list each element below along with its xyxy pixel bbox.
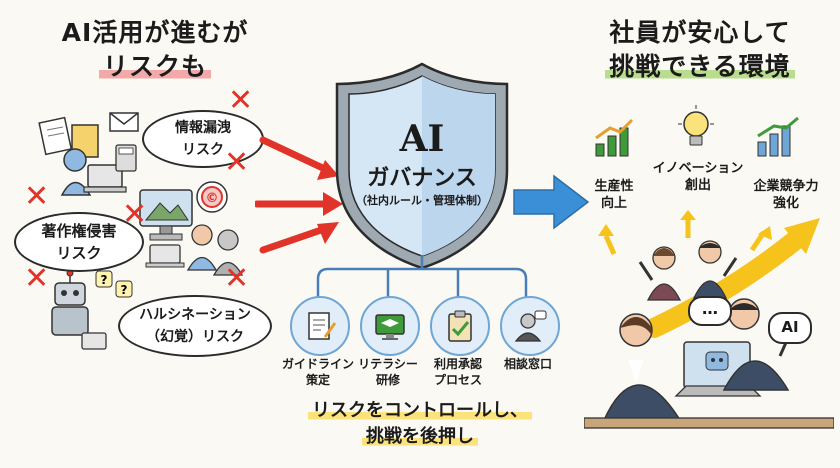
benefit-productivity-line2: 向上 <box>600 196 627 211</box>
x-mark-icon: ✕ <box>224 145 250 180</box>
pillar-consultation <box>500 296 560 356</box>
cheering-woman-icon <box>638 246 682 301</box>
pillar-consultation-label: 相談窓口 <box>482 356 574 372</box>
svg-text:©: © <box>206 191 219 206</box>
robot-icon <box>51 269 107 350</box>
risk-hallucination-line1: ハルシネーション <box>139 307 251 323</box>
x-mark-icon: ✕ <box>224 261 250 296</box>
red-arrow-icon <box>255 192 343 216</box>
benefit-productivity-line1: 生産性 <box>594 179 634 194</box>
worried-person-icon <box>60 148 127 196</box>
documents-icon <box>38 112 139 158</box>
benefit-innovation-line2: 創出 <box>684 178 711 193</box>
risk-data-leak-line1: 情報漏洩 <box>175 120 231 136</box>
x-mark-icon: ✕ <box>24 179 50 214</box>
shield-title: AI <box>399 118 445 160</box>
pillar-guideline-line2: 策定 <box>305 373 330 387</box>
ellipsis-speech-bubble: … <box>688 296 732 326</box>
benefit-productivity-label: 生産性向上 <box>572 178 656 212</box>
pillar-approval-line2: プロセス <box>433 373 482 387</box>
benefit-competitiveness-label: 企業競争力強化 <box>738 178 834 212</box>
working-woman-icon <box>602 313 682 421</box>
pillar-literacy-label: リテラシー研修 <box>342 356 434 388</box>
lightbulb-icon <box>678 105 714 146</box>
risk-copyright-line1: 著作権侵害 <box>41 222 117 240</box>
growth-arrow-icon <box>644 218 820 338</box>
question-marks-icon: ? ? <box>95 270 133 298</box>
pillar-literacy-line1: リテラシー <box>358 357 418 371</box>
bottom-message-line2: 挑戦を後押し <box>362 426 478 447</box>
x-mark-icon: ✕ <box>122 197 148 232</box>
pillar-connectors <box>316 255 528 299</box>
risk-arrows <box>255 136 343 254</box>
x-mark-icon: ✕ <box>228 83 254 118</box>
bottom-message-line1: リスクをコントロールし、 <box>308 400 532 421</box>
bottom-message: リスクをコントロールし、 挑戦を後押し <box>290 398 550 450</box>
desk-icon <box>584 417 834 429</box>
risk-bubble-copyright: 著作権侵害 リスク <box>14 212 144 272</box>
pillar-literacy-line2: 研修 <box>375 373 400 387</box>
risk-scene-illustration: © ? ? <box>38 112 244 350</box>
bar-chart-up-icon <box>757 116 799 157</box>
ai-speech-bubble: AI <box>768 312 812 344</box>
pillar-literacy <box>360 296 420 356</box>
training-monitor-icon <box>375 314 405 340</box>
people-discussing-icon <box>186 224 244 276</box>
risk-copyright-line2: リスク <box>56 244 102 262</box>
right-title-highlight: 挑戦できる環境 <box>605 52 795 81</box>
consultant-icon <box>514 310 547 342</box>
pillar-guideline-label: ガイドライン策定 <box>270 356 366 388</box>
red-arrow-icon <box>259 222 339 254</box>
document-pen-icon <box>308 312 337 340</box>
workplace-scene-illustration <box>584 210 834 429</box>
yellow-up-arrow-icon <box>749 226 772 252</box>
risk-bubble-hallucination: ハルシネーション （幻覚）リスク <box>118 295 272 357</box>
risk-data-leak-line2: リスク <box>182 142 224 158</box>
pillar-approval <box>430 296 490 356</box>
risk-hallucination-line2: （幻覚）リスク <box>146 329 244 345</box>
benefit-innovation-label: イノベーション創出 <box>650 160 746 194</box>
red-arrow-icon <box>259 136 339 180</box>
pillar-guideline <box>290 296 350 356</box>
cheering-man-icon <box>692 240 738 299</box>
blue-arrow-icon <box>513 174 590 230</box>
growth-chart-icon <box>595 118 634 157</box>
pillar-guideline-line1: ガイドライン <box>281 357 354 371</box>
copyright-icon: © <box>196 181 228 213</box>
pillar-consultation-line1: 相談窓口 <box>503 357 552 371</box>
shield-note: （社内ルール・管理体制） <box>356 194 488 207</box>
approval-clipboard-icon <box>448 310 472 342</box>
yellow-up-arrow-icon <box>598 224 617 256</box>
right-title-line2: 挑戦できる環境 <box>575 52 825 82</box>
svg-text:?: ? <box>101 273 108 287</box>
benefit-competitiveness-line1: 企業競争力 <box>753 179 819 194</box>
svg-text:?: ? <box>121 283 128 297</box>
risk-bubble-data-leak: 情報漏洩 リスク <box>142 110 264 168</box>
pillar-approval-label: 利用承認プロセス <box>412 356 504 388</box>
yellow-up-arrow-icon <box>680 210 696 238</box>
x-mark-icon: ✕ <box>24 261 50 296</box>
benefit-competitiveness-line2: 強化 <box>772 196 799 211</box>
right-title-line1: 社員が安心して <box>609 18 791 47</box>
working-man-icon <box>722 298 790 391</box>
left-title-highlight: リスクも <box>98 52 211 81</box>
shield-subtitle: ガバナンス <box>367 166 477 191</box>
left-title-line2: リスクも <box>20 52 290 82</box>
monitor-artwork-icon <box>139 189 193 241</box>
calculator-icon <box>115 144 137 172</box>
laptop-icon <box>145 244 185 268</box>
left-title-line1: AI活用が進むが <box>61 18 249 47</box>
governance-shield-icon <box>335 62 509 270</box>
benefit-innovation-line1: イノベーション <box>652 161 744 176</box>
pillar-approval-line1: 利用承認 <box>433 357 482 371</box>
